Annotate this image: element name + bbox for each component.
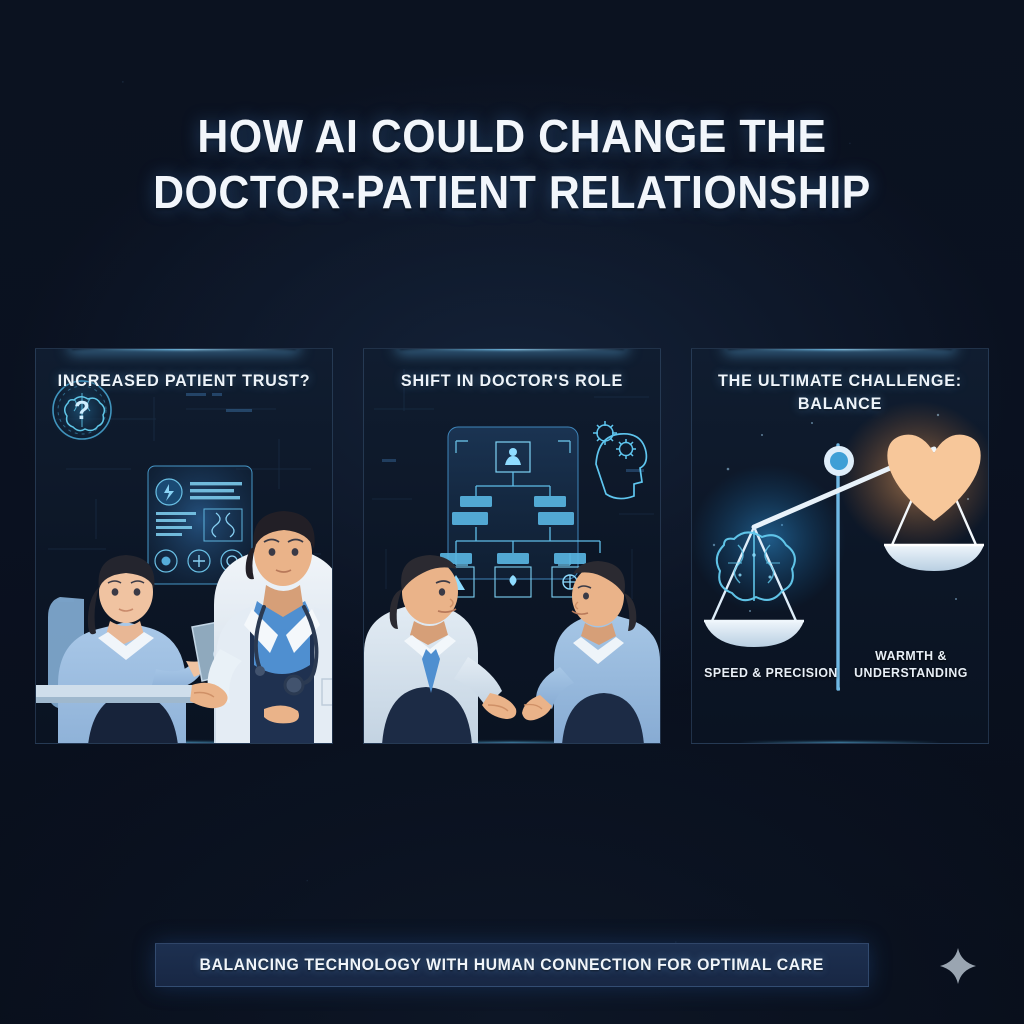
panel-balance[interactable]: THE ULTIMATE CHALLENGE: BALANCE	[691, 348, 989, 744]
holographic-medical-display	[147, 465, 253, 585]
panel-bottom-glow	[739, 742, 941, 743]
panel-role-heading: SHIFT IN DOCTOR'S ROLE	[400, 371, 624, 390]
page-title: HOW AI COULD CHANGE THE DOCTOR-PATIENT R…	[0, 108, 1024, 220]
balance-scale-illustration	[692, 401, 988, 691]
panel-balance-heading-line-1: THE ULTIMATE CHALLENGE:	[718, 371, 962, 390]
panel-role[interactable]: SHIFT IN DOCTOR'S ROLE	[363, 348, 661, 744]
brain-icon	[715, 531, 796, 602]
panel-row: INCREASED PATIENT TRUST?	[35, 348, 989, 744]
panel-top-glow	[71, 349, 297, 350]
panel-bottom-glow	[411, 742, 613, 743]
panel-balance-heading-line-2: BALANCE	[797, 394, 883, 413]
patient-figure	[58, 555, 212, 743]
head-gears-icon	[593, 421, 648, 500]
svg-text:?: ?	[74, 395, 90, 425]
brain-question-icon: ?	[49, 377, 115, 443]
scale-right-label-line-1: WARMTH &	[875, 648, 947, 663]
footer-banner: BALANCING TECHNOLOGY WITH HUMAN CONNECTI…	[155, 943, 869, 987]
doctor-patient-consultation-illustration: ?	[36, 377, 332, 743]
doctor-figure-seated	[364, 555, 517, 743]
left-pan-speed-precision	[704, 526, 804, 647]
panel-balance-heading: THE ULTIMATE CHALLENGE: BALANCE	[699, 369, 980, 415]
scale-left-label: SPEED & PRECISION	[704, 665, 838, 680]
scale-right-label-line-2: UNDERSTANDING	[854, 665, 968, 680]
heart-icon	[887, 434, 981, 521]
panel-trust-heading: INCREASED PATIENT TRUST?	[57, 371, 311, 390]
doctor-figure	[190, 511, 332, 743]
doctor-patient-dialogue-illustration	[364, 369, 660, 743]
panel-top-glow	[399, 349, 625, 350]
stethoscope-icon	[253, 605, 319, 686]
panel-top-glow	[727, 349, 953, 350]
title-line-2: DOCTOR-PATIENT RELATIONSHIP	[153, 166, 871, 218]
patient-figure-seated	[522, 561, 660, 743]
panel-trust[interactable]: INCREASED PATIENT TRUST?	[35, 348, 333, 744]
footer-text: BALANCING TECHNOLOGY WITH HUMAN CONNECTI…	[199, 955, 825, 974]
sparkle-icon	[940, 948, 976, 984]
title-line-1: HOW AI COULD CHANGE THE	[197, 110, 827, 162]
scale-right-label: WARMTH & UNDERSTANDING	[840, 647, 983, 681]
right-pan-warmth-understanding	[884, 434, 984, 571]
